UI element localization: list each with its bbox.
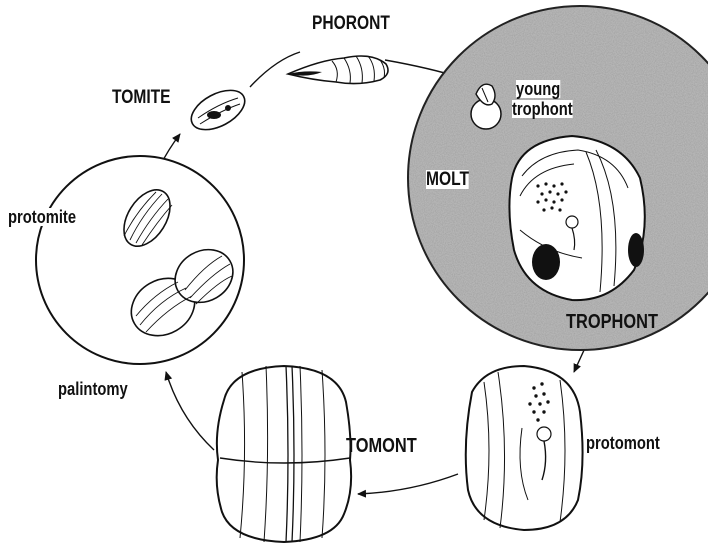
trophont-cell: [509, 136, 644, 300]
label-young-trophont-line2: trophont: [512, 100, 573, 118]
label-phoront: PHORONT: [312, 14, 390, 33]
label-tomite: TOMITE: [112, 88, 171, 107]
label-protomite: protomite: [8, 208, 76, 226]
arrow-trophont-to-protomont: [574, 348, 585, 372]
tomite-cell: [185, 82, 251, 137]
label-tomont: TOMONT: [346, 436, 417, 456]
label-protomont: protomont: [586, 434, 660, 452]
label-palintomy: palintomy: [58, 380, 128, 398]
arrow-protomont-to-tomont: [358, 474, 458, 494]
arrow-tomite-to-phoront: [250, 52, 300, 87]
label-molt: MOLT: [426, 170, 469, 189]
protomite-circle: [36, 156, 244, 364]
protomont-cell: [466, 366, 583, 530]
tomont-cell: [217, 366, 351, 542]
phoront-cell: [288, 56, 388, 84]
arrow-tomont-to-protomite: [166, 372, 214, 450]
label-young-trophont-line1: young: [516, 80, 560, 98]
label-trophont: TROPHONT: [566, 312, 658, 332]
